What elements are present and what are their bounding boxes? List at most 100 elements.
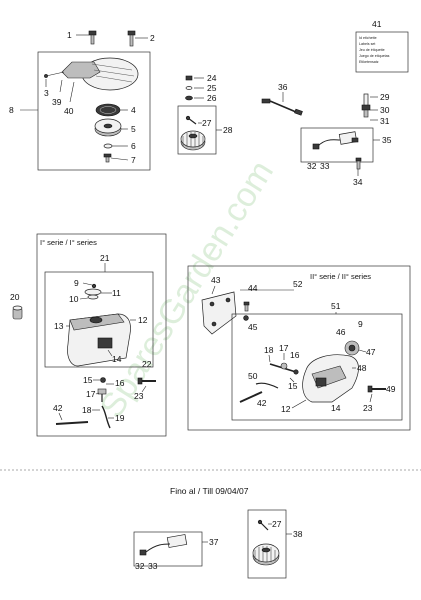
screw-44-icon (243, 301, 250, 312)
part-label-14: 14 (112, 354, 122, 364)
part-label-13: 13 (54, 321, 64, 331)
label-kit-line: Labels set (359, 42, 375, 46)
old-ignition-coil-group: 37 32 33 (133, 531, 219, 571)
fuel-fitting-icon (269, 362, 299, 375)
part-label-6: 6 (131, 141, 136, 151)
fuel-valve-icon (97, 388, 107, 402)
part-label-46: 46 (336, 327, 346, 337)
series-2-panel: II° serie / II° series 52 43 44 45 51 9 … (187, 265, 411, 431)
series-2-title: II° serie / II° series (310, 272, 371, 281)
tank-cap-icon (344, 340, 360, 356)
part-label-47: 47 (366, 347, 376, 357)
label-kit-card (355, 31, 409, 73)
fuel-tank-2-icon (302, 354, 359, 403)
part-label-32: 32 (135, 561, 145, 571)
flywheel-old-icon (252, 519, 280, 566)
part-label-12: 12 (138, 315, 148, 325)
label-kit-line: Etiketensatz (359, 60, 379, 64)
flywheel-icon (180, 115, 206, 151)
starter-group: 1 2 3 39 40 8 4 (9, 30, 155, 171)
ignition-coil-group: 35 32 33 34 (300, 127, 392, 187)
flywheel-group: 24 25 26 27 28 (177, 73, 233, 155)
part-label-22: 22 (142, 359, 152, 369)
part-label-5: 5 (131, 124, 136, 134)
label-kit-line: Juego de etiquetas (359, 54, 390, 58)
ignition-wire-group: 36 (261, 82, 303, 116)
part-label-52: 52 (293, 279, 303, 289)
spark-plug-group: 29 30 31 (361, 92, 390, 126)
part-label-27: 27 (272, 519, 282, 529)
part-label-42: 42 (53, 403, 63, 413)
part-label-33: 33 (320, 161, 330, 171)
label-kit-line: Id etichette (359, 36, 377, 40)
part-label-18: 18 (82, 405, 92, 415)
part-label-38: 38 (293, 529, 303, 539)
hose-50-icon (255, 382, 279, 389)
part-label-15: 15 (288, 381, 298, 391)
part-label-18: 18 (264, 345, 274, 355)
part-label-14: 14 (331, 403, 341, 413)
nut-icon (185, 95, 193, 101)
label-kit-line: Jeu de étiquette (359, 48, 385, 52)
part-label-41: 41 (372, 19, 382, 29)
date-note: Fino al / Till 09/04/07 (170, 486, 249, 496)
part-label-43: 43 (211, 275, 221, 285)
part-label-16: 16 (290, 350, 300, 360)
label-kit: 41 Id etichette Labels set Jeu de étique… (355, 19, 409, 73)
starter-housing-icon (61, 57, 139, 91)
part-label-44: 44 (248, 283, 258, 293)
old-flywheel-group: 27 38 (247, 509, 303, 579)
part-label-35: 35 (382, 135, 392, 145)
part-label-17: 17 (279, 343, 289, 353)
wire-icon (261, 98, 303, 116)
fuel-hose-icon (101, 405, 111, 429)
part-label-10: 10 (69, 294, 79, 304)
part-label-27: 27 (202, 118, 212, 128)
part-label-23: 23 (134, 391, 144, 401)
screw-1-icon (88, 30, 97, 45)
part-label-29: 29 (380, 92, 390, 102)
part-label-2: 2 (150, 33, 155, 43)
part-label-23: 23 (363, 403, 373, 413)
part-label-31: 31 (380, 116, 390, 126)
spring-icon (95, 103, 121, 117)
screw-7-icon (103, 153, 112, 163)
screw-2-icon (127, 30, 136, 47)
series-1-title: I° serie / I° series (40, 238, 97, 247)
part-label-33: 33 (148, 561, 158, 571)
starter-bracket-box (37, 51, 151, 171)
part-label-8: 8 (9, 105, 14, 115)
screw-34-icon (355, 157, 362, 170)
bolt-49-icon (367, 385, 386, 393)
pulley-icon (94, 118, 122, 137)
part-label-4: 4 (131, 105, 136, 115)
spark-plug-icon (361, 93, 371, 118)
part-label-32: 32 (307, 161, 317, 171)
series-1-panel: I° serie / I° series 21 9 11 10 13 12 14 (36, 233, 167, 437)
part-label-24: 24 (207, 73, 217, 83)
part-label-25: 25 (207, 83, 217, 93)
part-label-39: 39 (52, 97, 62, 107)
part-label-1: 1 (67, 30, 72, 40)
part-label-11: 11 (112, 288, 121, 298)
pipe-42-icon (239, 391, 263, 403)
part-label-12: 12 (281, 404, 291, 414)
ignition-coil-icon (312, 131, 359, 150)
part-label-26: 26 (207, 93, 217, 103)
part-label-28: 28 (223, 125, 233, 135)
part-label-15: 15 (83, 375, 93, 385)
part-label-3: 3 (44, 88, 49, 98)
part-label-19: 19 (115, 413, 125, 423)
part-label-7: 7 (131, 155, 136, 165)
pipe-icon (55, 421, 89, 425)
part-label-20: 20 (10, 292, 20, 302)
bolt-23-icon (137, 377, 156, 385)
part-label-17: 17 (86, 389, 96, 399)
part-label-16: 16 (115, 378, 125, 388)
part-label-34: 34 (353, 177, 363, 187)
cap-20-icon (12, 305, 23, 320)
part-label-40: 40 (64, 106, 74, 116)
part-label-36: 36 (278, 82, 288, 92)
part-label-9: 9 (74, 278, 79, 288)
part-label-37: 37 (209, 537, 219, 547)
